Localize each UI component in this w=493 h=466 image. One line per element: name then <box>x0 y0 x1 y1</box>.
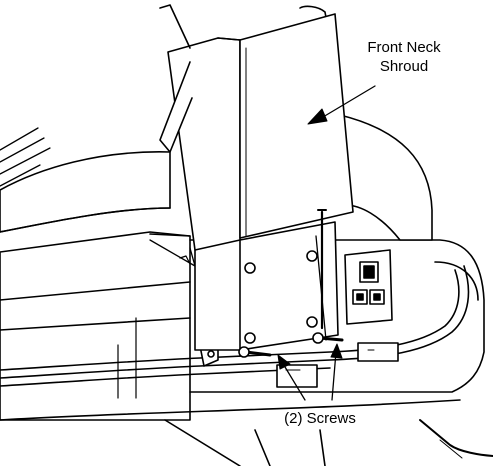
power-switch-panel <box>344 249 393 325</box>
front-neck-shroud-label-line2: Shroud <box>380 58 428 75</box>
access-plate <box>194 209 339 351</box>
base-frame <box>0 231 485 466</box>
screws-arrows <box>277 343 343 401</box>
rear-shroud <box>339 114 433 241</box>
front-neck-shroud-label-line1: Front Neck <box>367 39 441 56</box>
removed-screws <box>238 332 344 358</box>
seat-cushion <box>0 127 171 233</box>
screws-label: (2) Screws <box>284 410 356 427</box>
front-neck-shroud <box>217 13 354 239</box>
power-cord <box>419 419 493 459</box>
shroud-arrow <box>307 85 376 125</box>
